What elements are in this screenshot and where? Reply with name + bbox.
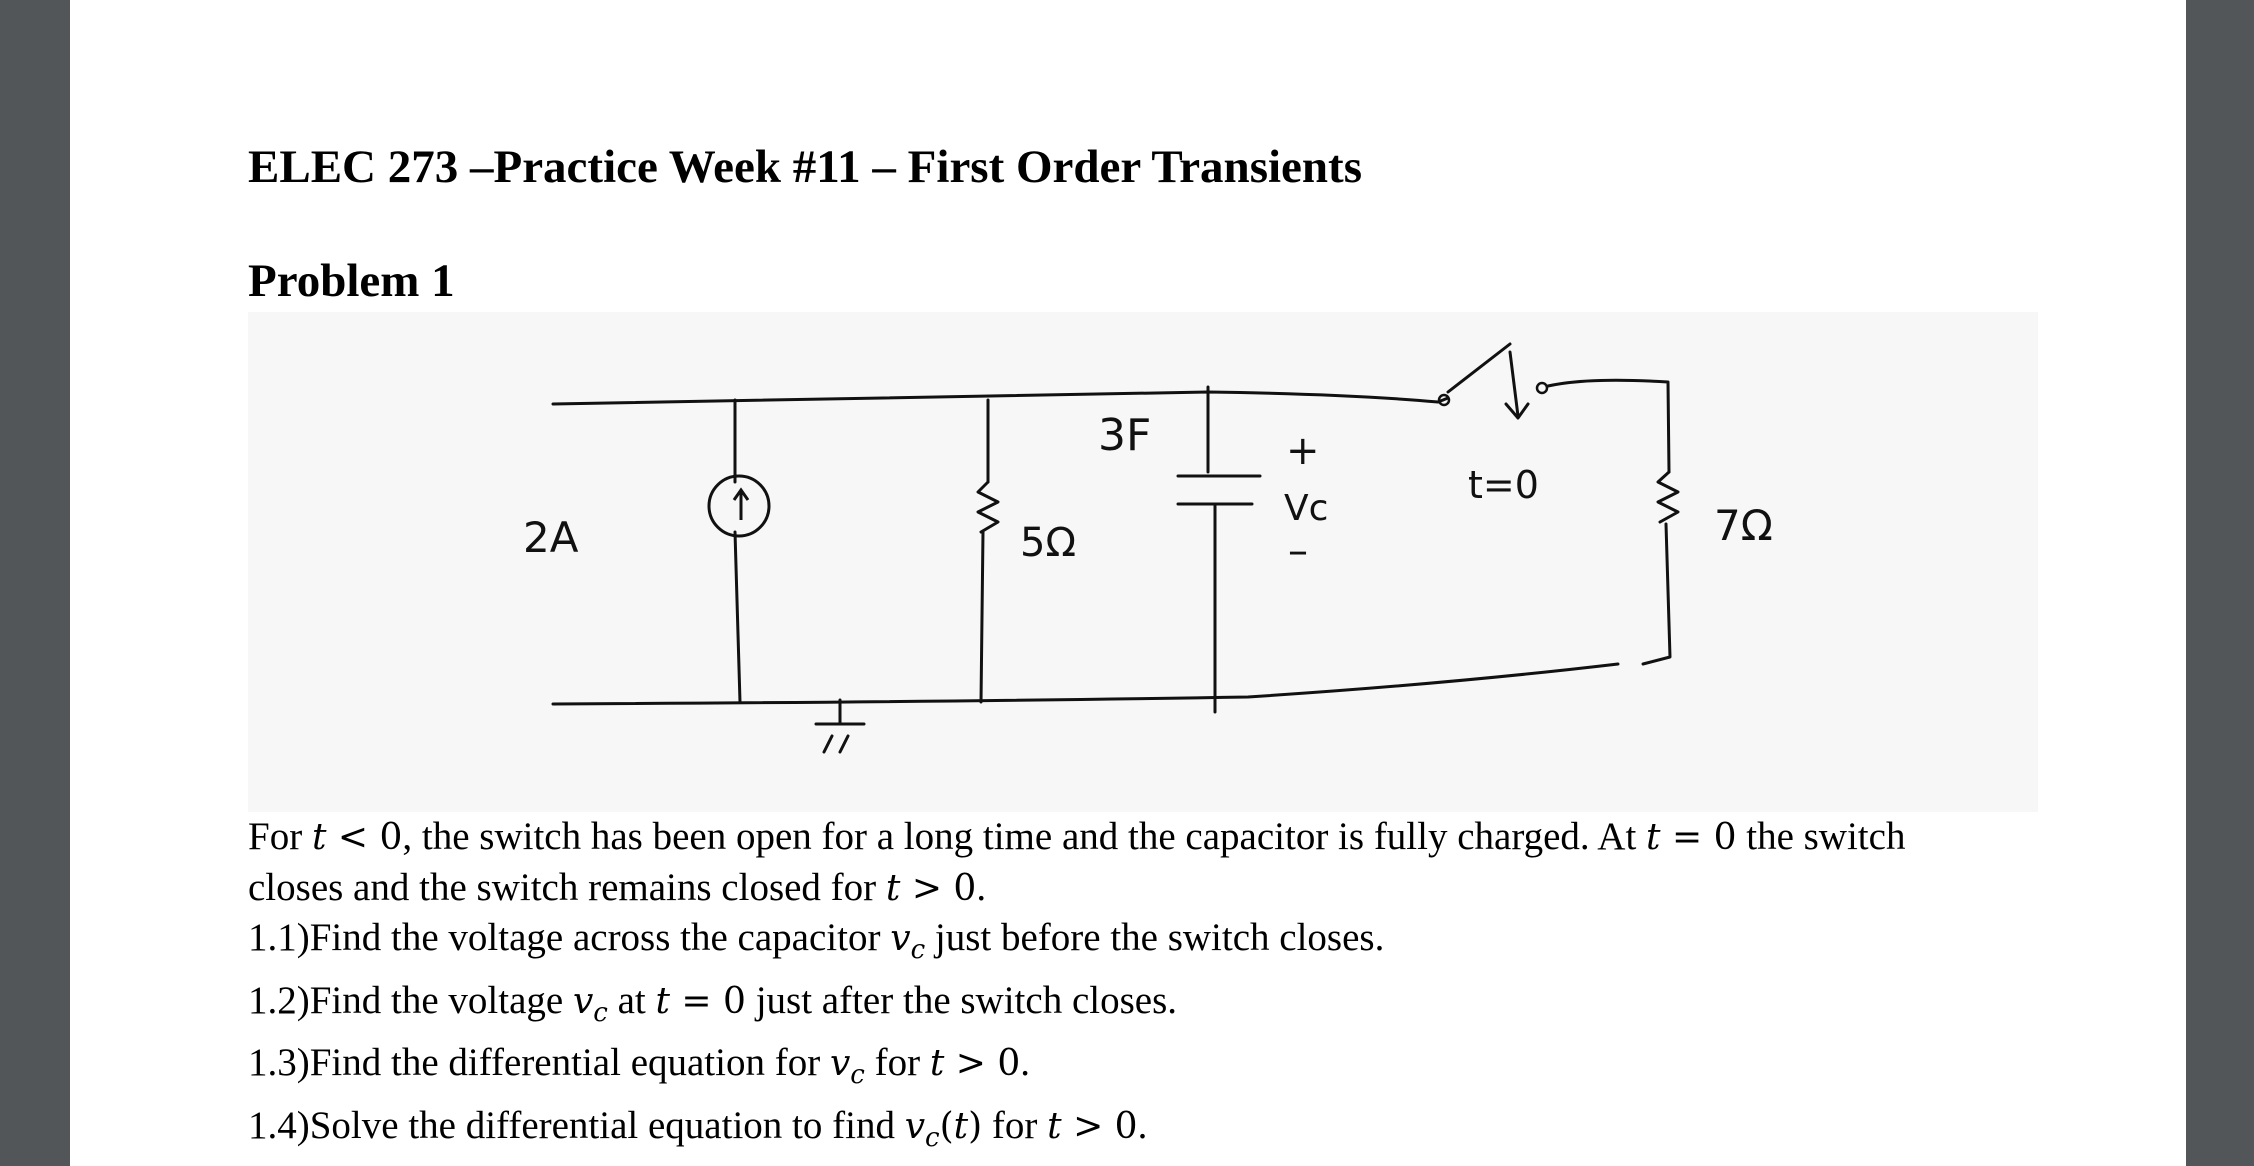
ground-symbol: [814, 698, 866, 754]
top-wire: [551, 390, 1440, 406]
question-1-3: 1.3)Find the differential equation for v…: [248, 1041, 1031, 1090]
vc-minus-label: –: [1288, 528, 1308, 574]
r1-zigzag: [976, 480, 1000, 534]
r1-label: 5Ω: [1020, 520, 1076, 566]
source-label: 2A: [523, 513, 579, 562]
source-arrow: [732, 487, 750, 520]
switch-arrow: [1504, 402, 1530, 420]
switch-terminal-right: [1535, 381, 1549, 395]
problem-statement: For t < 0, the switch has been open for …: [248, 812, 2148, 1163]
r2-wire-bottom: [1641, 522, 1672, 666]
vc-plus-label: +: [1286, 428, 1320, 474]
statement-line-2: closes and the switch remains closed for…: [248, 865, 987, 909]
r1-wire-bottom: [979, 530, 985, 704]
switch-label: t=0: [1468, 463, 1539, 507]
switch-blade: [1446, 342, 1512, 394]
circuit-diagram: 2A 5Ω 3F + Vc – t=0 7Ω: [248, 312, 2038, 812]
question-1-2: 1.2)Find the voltage vc at t = 0 just af…: [248, 978, 1178, 1028]
switch-plunger: [1508, 350, 1520, 418]
r2-zigzag: [1656, 470, 1680, 524]
question-1-4: 1.4)Solve the differential equation to f…: [248, 1103, 1148, 1153]
source-bottom-wire: [733, 530, 742, 704]
problem-heading: Problem 1: [248, 255, 455, 307]
bottom-wire: [551, 662, 1620, 706]
statement-line-1: For t < 0, the switch has been open for …: [248, 815, 1906, 858]
page-title: ELEC 273 –Practice Week #11 – First Orde…: [248, 141, 1362, 193]
document-page: ELEC 273 –Practice Week #11 – First Orde…: [70, 0, 2186, 1166]
question-1-1: 1.1)Find the voltage across the capacito…: [248, 916, 1385, 965]
source-circle: [707, 474, 771, 538]
switch-wire-right: [1546, 378, 1671, 474]
r2-label: 7Ω: [1714, 501, 1773, 550]
switch-terminal-left: [1437, 393, 1451, 407]
cap-label: 3F: [1098, 410, 1151, 461]
vc-label: Vc: [1284, 488, 1328, 529]
